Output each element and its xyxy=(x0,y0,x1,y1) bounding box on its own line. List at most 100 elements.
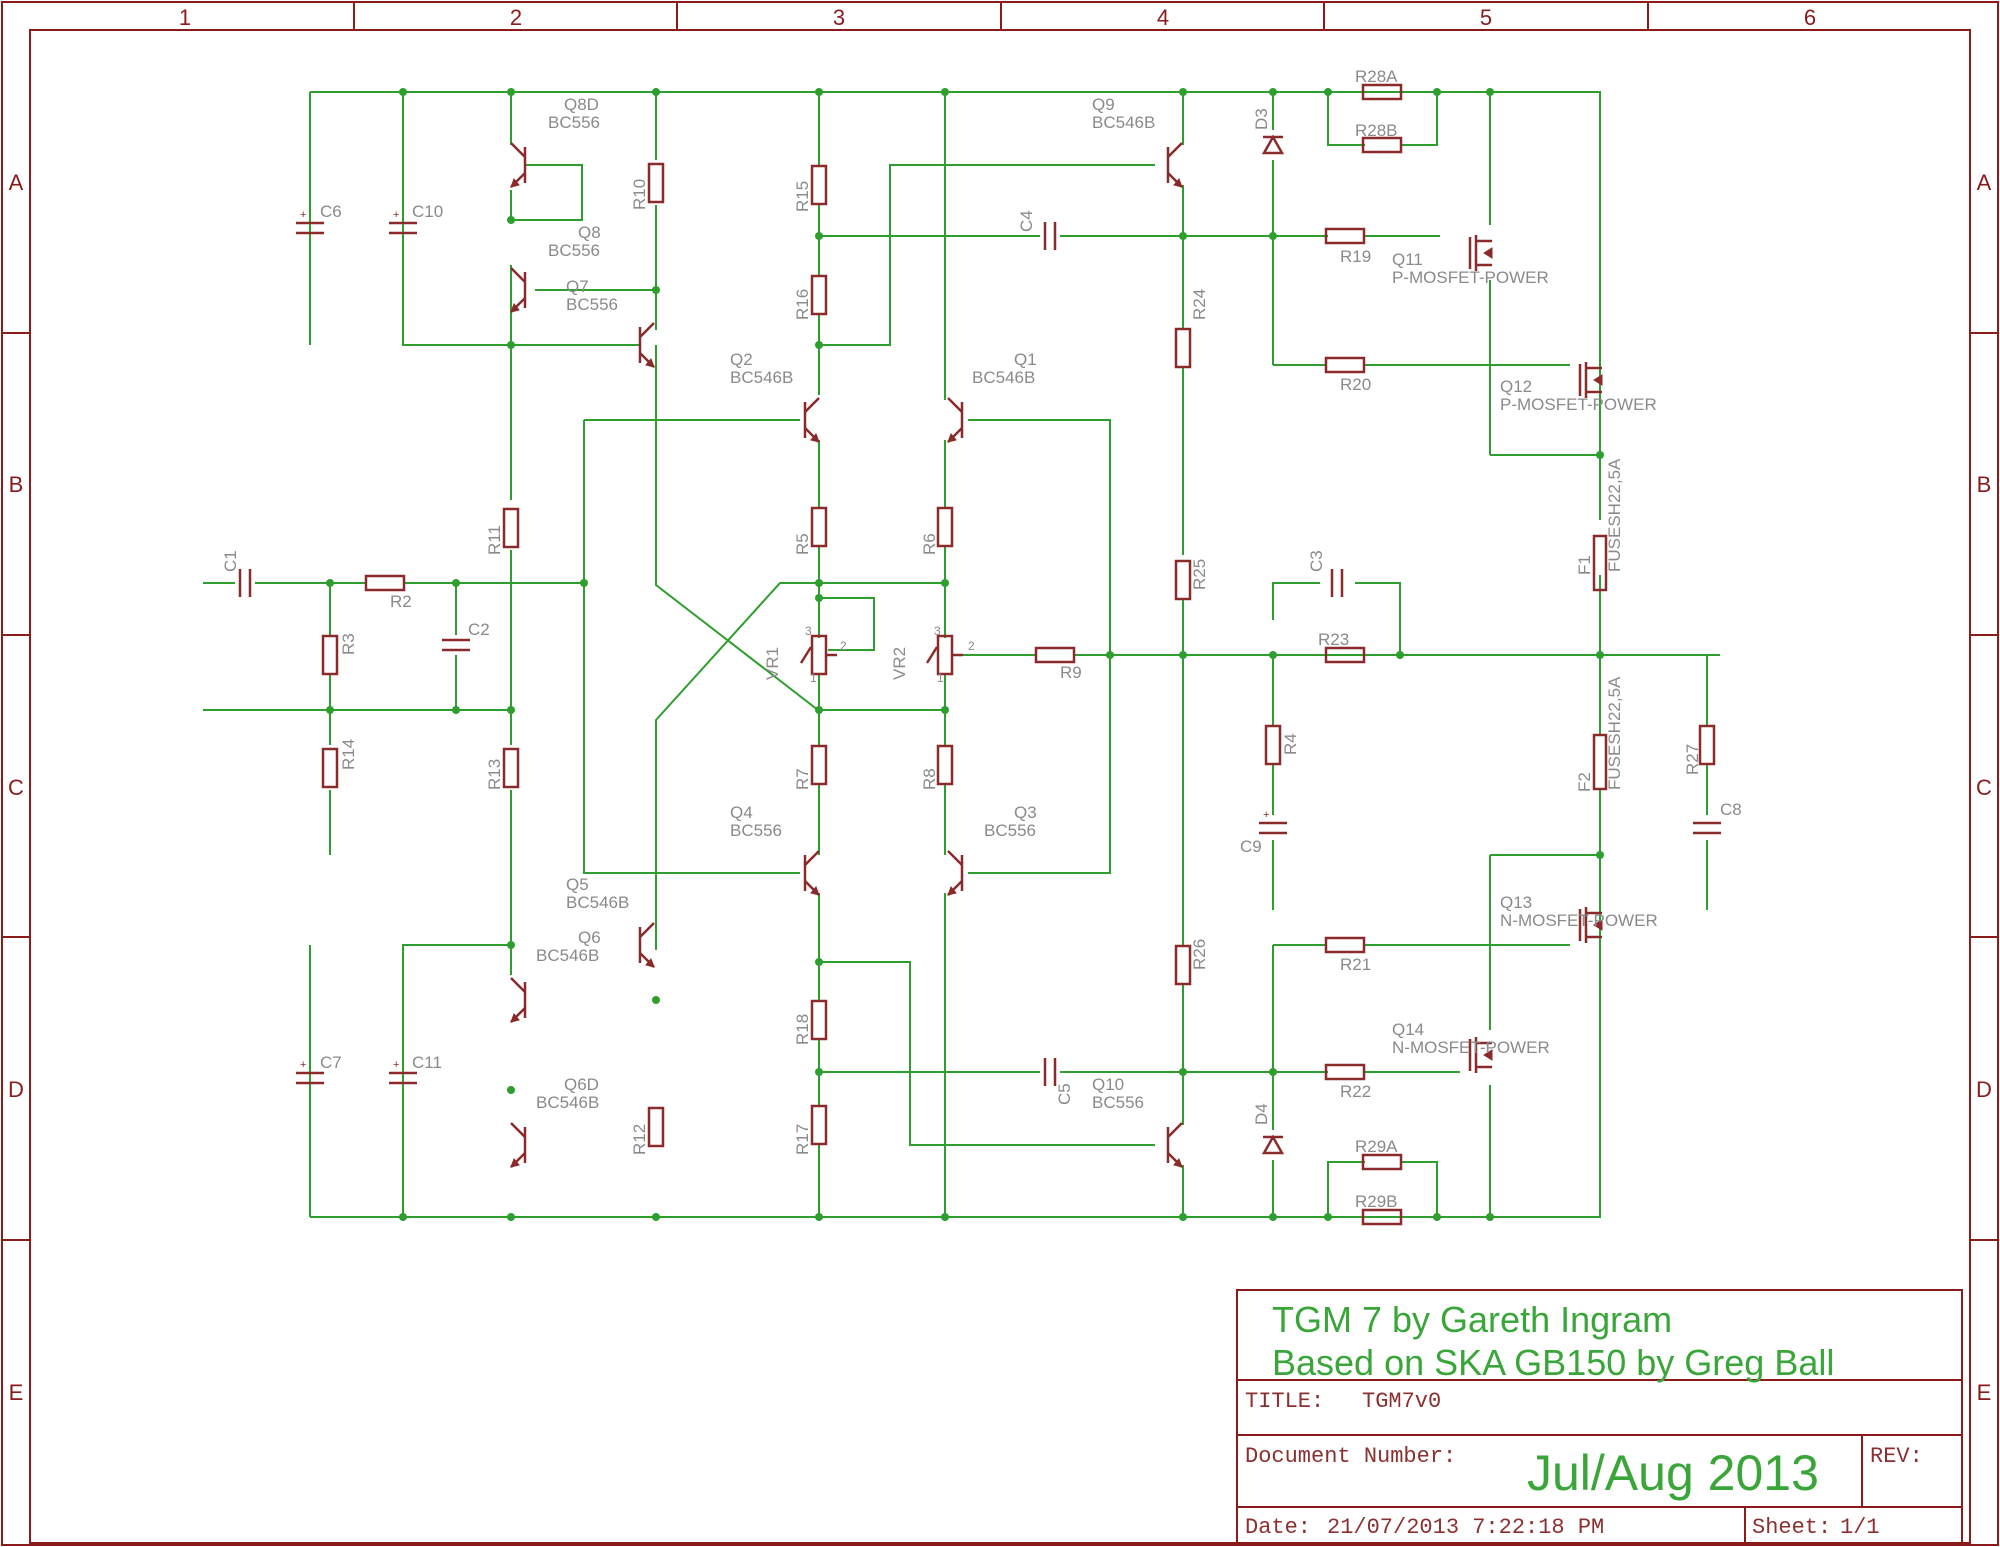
f2-label: F2 xyxy=(1575,772,1594,792)
r29a-resistor xyxy=(1361,1153,1403,1171)
r6-resistor xyxy=(936,506,954,548)
q8d-transistor xyxy=(510,178,520,188)
q11-type: P-MOSFET-POWER xyxy=(1392,268,1549,287)
q14-mosfet xyxy=(1483,1049,1493,1061)
date-value: 21/07/2013 7:22:18 PM xyxy=(1327,1515,1604,1540)
f2-type: FUSESH22,5A xyxy=(1605,676,1624,790)
r29b-resistor xyxy=(1361,1208,1403,1226)
r11-label: R11 xyxy=(485,525,504,555)
vr1-label: VR1 xyxy=(763,647,782,680)
revision-label: REV: xyxy=(1870,1444,1923,1469)
c2-label: C2 xyxy=(468,620,490,639)
c7-capacitor: + xyxy=(300,1059,306,1071)
r29b-label: R29B xyxy=(1355,1192,1398,1211)
r19-label: R19 xyxy=(1340,247,1371,266)
c4-label: C4 xyxy=(1017,210,1036,232)
date-label: Date: xyxy=(1245,1515,1311,1540)
q6d-type: BC546B xyxy=(536,1093,599,1112)
d4-diode xyxy=(1261,1134,1285,1155)
r16-resistor xyxy=(810,274,828,316)
vr1-pin1: 1 xyxy=(810,671,817,685)
q3-label: Q3 xyxy=(1014,803,1037,822)
r25-label: R25 xyxy=(1190,559,1209,590)
row-label: A xyxy=(1977,170,1992,195)
q8-label: Q8 xyxy=(578,223,601,242)
row-label: E xyxy=(9,1380,24,1405)
r27-resistor xyxy=(1698,724,1716,766)
wires xyxy=(203,91,1720,1218)
vr1-potentiometer xyxy=(810,634,828,676)
design-basis: Based on SKA GB150 by Greg Ball xyxy=(1272,1342,1834,1383)
r12-resistor xyxy=(647,1106,665,1148)
q1-transistor xyxy=(947,433,957,443)
r20-label: R20 xyxy=(1340,375,1371,394)
r26-resistor xyxy=(1174,944,1192,986)
c3-label: C3 xyxy=(1307,550,1326,572)
column-label: 1 xyxy=(179,5,191,30)
vr2-pin1: 1 xyxy=(937,671,944,685)
d3-diode xyxy=(1261,134,1285,155)
r11-resistor xyxy=(502,507,520,549)
q14-label: Q14 xyxy=(1392,1020,1424,1039)
r25-resistor xyxy=(1174,559,1192,601)
c6-capacitor: + xyxy=(300,209,306,221)
vr2-potentiometer xyxy=(925,646,939,664)
q1-transistor xyxy=(947,397,963,413)
column-label: 6 xyxy=(1804,5,1816,30)
c9-label: C9 xyxy=(1240,837,1262,856)
r26-label: R26 xyxy=(1190,939,1209,970)
column-label: 3 xyxy=(833,5,845,30)
r10-label: R10 xyxy=(630,179,649,210)
r14-label: R14 xyxy=(339,739,358,770)
q10-type: BC556 xyxy=(1092,1093,1144,1112)
row-label: E xyxy=(1977,1380,1992,1405)
vr2-potentiometer xyxy=(936,634,954,676)
row-label: A xyxy=(9,170,24,195)
q7-type: BC556 xyxy=(566,295,618,314)
r8-resistor xyxy=(936,744,954,786)
c10-capacitor: + xyxy=(393,209,399,221)
r12-label: R12 xyxy=(630,1124,649,1155)
junctions xyxy=(326,88,1604,1221)
r28a-resistor xyxy=(1361,83,1403,101)
title-value: TGM7v0 xyxy=(1362,1389,1441,1414)
row-label: B xyxy=(1977,472,1992,497)
title-block: TGM 7 by Gareth Ingram Based on SKA GB15… xyxy=(1236,1289,1963,1544)
r6-label: R6 xyxy=(920,533,939,555)
column-label: 2 xyxy=(510,5,522,30)
q3-transistor xyxy=(947,850,963,866)
vr2-pin3: 3 xyxy=(934,624,941,638)
r5-resistor xyxy=(810,506,828,548)
q10-label: Q10 xyxy=(1092,1075,1124,1094)
q2-label: Q2 xyxy=(730,350,753,369)
r24-label: R24 xyxy=(1190,289,1209,320)
q5a-transistor xyxy=(639,322,655,338)
vr2-pin2: 2 xyxy=(968,639,975,653)
r4-label: R4 xyxy=(1281,733,1300,755)
r15-resistor xyxy=(810,164,828,206)
q4-type: BC556 xyxy=(730,821,782,840)
r3-resistor xyxy=(321,634,339,676)
vr2-label: VR2 xyxy=(890,647,909,680)
c6-label: C6 xyxy=(320,202,342,221)
sheet-value: 1/1 xyxy=(1840,1515,1880,1540)
row-label: D xyxy=(8,1077,24,1102)
components: +++++ xyxy=(238,83,1721,1226)
r8-label: R8 xyxy=(920,768,939,790)
q9-type: BC546B xyxy=(1092,113,1155,132)
q9-transistor xyxy=(1167,142,1183,158)
q11-label: Q11 xyxy=(1392,250,1423,269)
q8-type: BC556 xyxy=(548,241,600,260)
vr1-potentiometer xyxy=(799,646,813,664)
r28b-resistor xyxy=(1361,136,1403,154)
q10-transistor xyxy=(1173,1158,1183,1168)
q6-transistor xyxy=(510,1013,520,1023)
q8d-label: Q8D xyxy=(564,95,599,114)
q12-mosfet xyxy=(1593,374,1603,386)
column-label: 4 xyxy=(1157,5,1169,30)
q6d-transistor xyxy=(510,1158,520,1168)
r2-label: R2 xyxy=(390,592,412,611)
r22-label: R22 xyxy=(1340,1082,1371,1101)
